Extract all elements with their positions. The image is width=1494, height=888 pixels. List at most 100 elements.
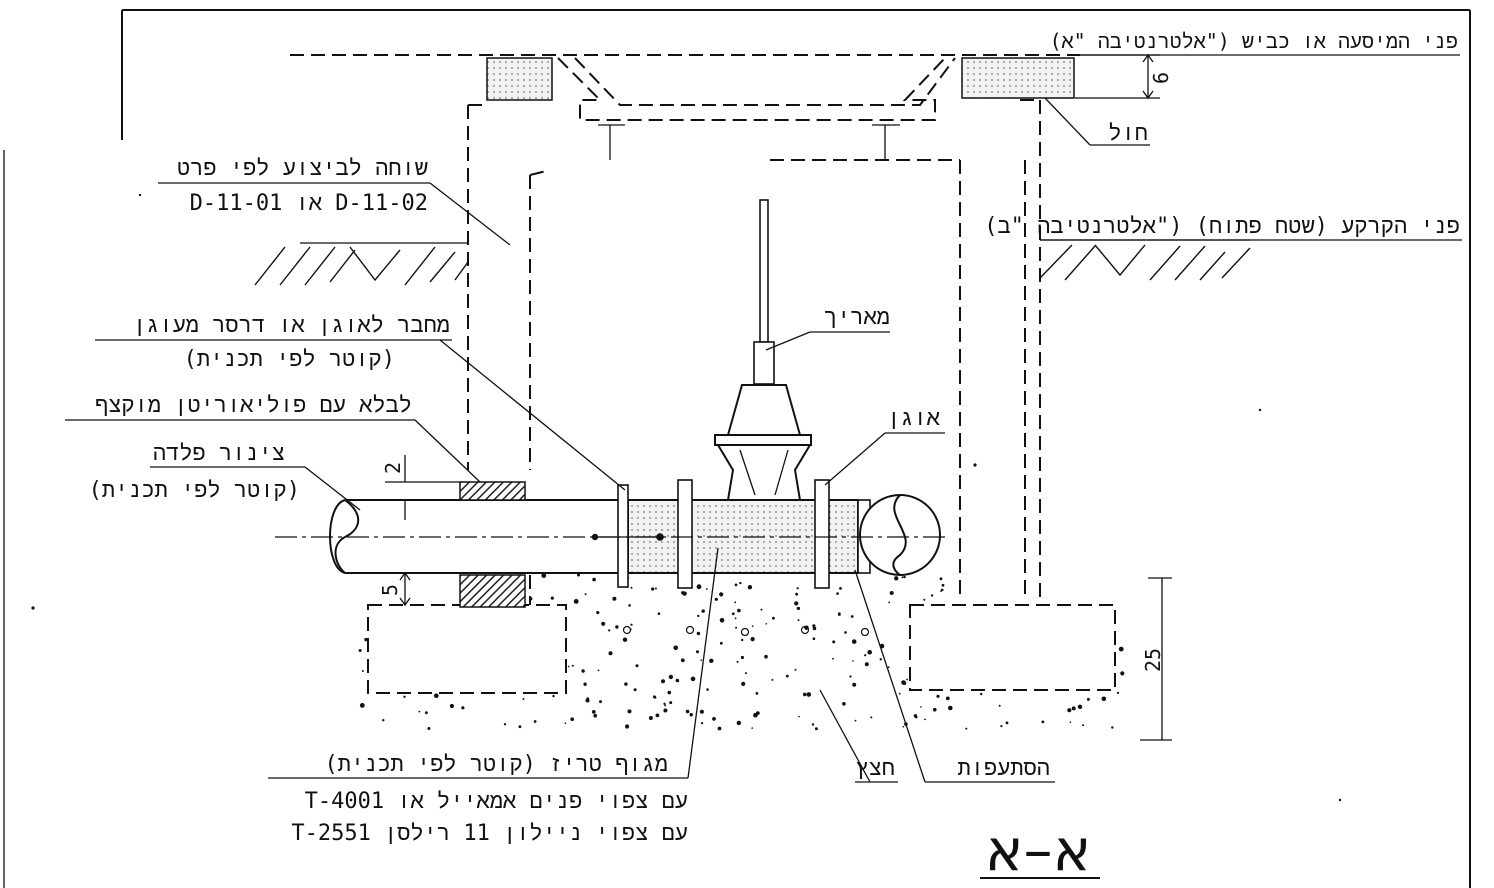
gravel-dot [844, 631, 847, 634]
gravel-dot [664, 704, 667, 707]
gravel-dot [903, 575, 906, 579]
sand-label: חול [1108, 121, 1148, 146]
gravel-dot [811, 723, 815, 726]
gravel-dot [667, 690, 672, 695]
polyurethane-bedding [459, 481, 526, 608]
gravel-dot [948, 705, 953, 711]
gravel-dot [751, 625, 754, 627]
gravel-dot [612, 596, 617, 601]
gravel-dot [734, 601, 737, 604]
dimension-2-label: 2 [381, 462, 405, 474]
pipe-callout: צינור פלדה (קוטר לפי תכנית) [89, 441, 361, 511]
gravel-dot [564, 722, 567, 724]
gravel-dot [577, 573, 580, 577]
gravel-dot [593, 713, 597, 718]
gravel-dot [1120, 671, 1125, 676]
dimension-25-label: 25 [1141, 648, 1165, 672]
gravel-dot [690, 676, 696, 682]
gravel-dot [627, 709, 632, 714]
gravel-dot [750, 637, 755, 642]
gravel-dot [794, 668, 797, 671]
gate-valve-body [714, 384, 812, 501]
alt-b-label: (אלטרנטיבה "ב") פני הקרקע (שטח פתוח) [984, 214, 1460, 239]
shaft-label-line2: D-11-01 או D-11-02 [190, 191, 428, 216]
gravel-dot [939, 577, 943, 581]
gravel-dot [719, 618, 725, 623]
gravel-dot [814, 727, 818, 731]
gravel-dot [849, 675, 852, 678]
flange-label: אוגן [887, 406, 940, 431]
gravel-dot [755, 692, 759, 695]
gravel-dot [1111, 726, 1114, 729]
gravel-dot [998, 704, 1001, 707]
gravel-dot [529, 597, 533, 601]
gravel-dot [361, 670, 364, 672]
gravel-dot [701, 609, 705, 613]
gravel-dot [889, 591, 894, 595]
gravel-dot [719, 592, 724, 597]
gravel-dot [359, 703, 365, 708]
gravel-dot [1101, 696, 1107, 702]
gravel-dot [622, 637, 628, 642]
base-footings [367, 604, 1116, 694]
gravel-dot [601, 621, 606, 626]
dimension-5: 5 [378, 571, 411, 607]
flange-right [814, 479, 830, 589]
gravel-stone [685, 625, 695, 635]
gravel-dot [795, 592, 799, 596]
gravel-dot [850, 615, 854, 618]
gravel-callout: חצץ [819, 689, 898, 783]
gravel-dot [596, 611, 600, 615]
shaft-callout: שוחה לביצוע לפי פרט D-11-01 או D-11-02 [158, 156, 511, 246]
gravel-dot [864, 662, 869, 667]
pipe-label-line1: צינור פלדה [153, 441, 285, 466]
gravel-dot [888, 601, 891, 604]
gravel-dot [736, 720, 741, 726]
gravel-dot [879, 658, 882, 661]
gravel-stone [622, 625, 632, 635]
gravel-dot [680, 658, 685, 663]
gravel-dot [906, 678, 908, 681]
gravel-dot [657, 612, 661, 615]
valve-stem [753, 199, 775, 385]
gravel-dot [741, 638, 744, 642]
gravel-dot [651, 587, 655, 591]
gravel-dot [652, 695, 656, 699]
gravel-dot [894, 576, 899, 581]
gravel-dot [591, 710, 596, 714]
gravel-dot [735, 626, 738, 629]
gravel-dot [734, 583, 738, 587]
gravel-dot [699, 709, 704, 714]
gravel-dot [797, 619, 800, 622]
tee-label-line1: מגוף טריז (קוטר לפי תכנית) [324, 752, 668, 777]
gravel-dot [382, 719, 385, 722]
gravel-dot [764, 654, 768, 659]
dimension-6: 6 [1142, 53, 1173, 100]
gravel-dot [681, 591, 685, 595]
gravel-dot [736, 660, 739, 663]
gravel-dot [751, 727, 753, 729]
extension-callout: מאריך [765, 305, 890, 351]
gravel-dot [358, 649, 362, 652]
gravel-dot [714, 597, 718, 601]
gravel-dot [403, 695, 406, 698]
gravel-dot [930, 594, 934, 597]
gravel-dot [798, 715, 800, 718]
sand-callout: חול [1044, 97, 1150, 146]
gravel-stone [740, 627, 750, 637]
gravel-dot [434, 693, 439, 698]
gravel-dot [741, 681, 746, 687]
gravel-dot [427, 727, 431, 730]
gravel-dot [689, 713, 693, 717]
gravel-dot [940, 590, 942, 592]
gravel-dot [648, 716, 653, 720]
gravel-dot [771, 678, 774, 681]
dimension-25: 25 [1140, 577, 1172, 741]
connector-dots [591, 533, 664, 541]
gravel-dot [1071, 706, 1076, 711]
gravel-dot [1005, 721, 1009, 725]
gravel-dot [913, 714, 918, 718]
gravel-dot [583, 682, 587, 686]
gravel-dot [1000, 725, 1003, 728]
